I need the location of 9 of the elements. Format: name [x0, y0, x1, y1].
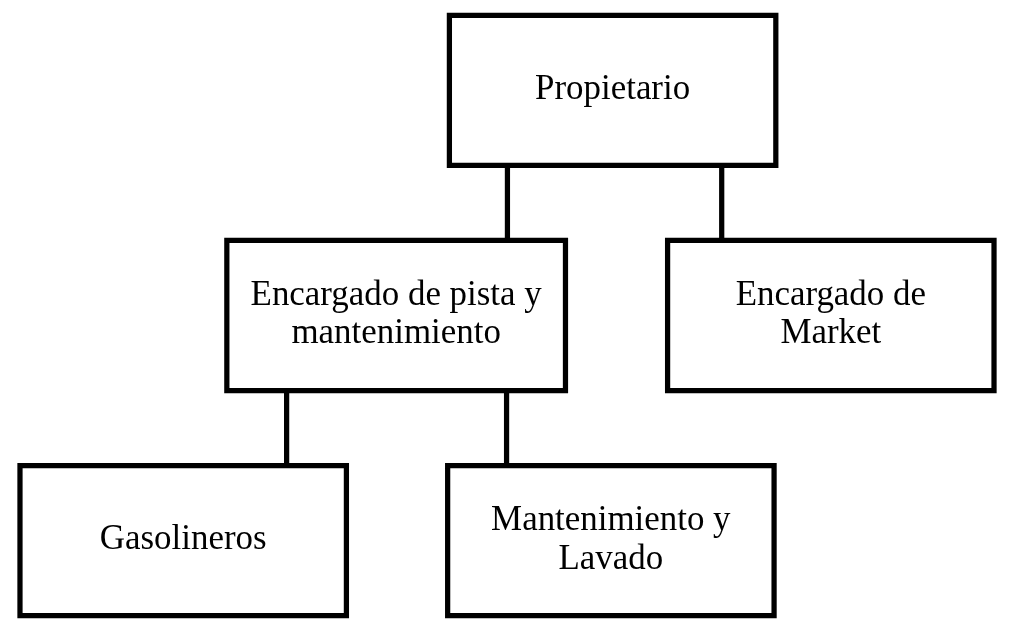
node-box: Propietario: [446, 12, 779, 168]
connector: [503, 391, 510, 465]
node-box: Encargado de Market: [664, 237, 997, 394]
connector: [284, 391, 290, 465]
node-box: Encargado de pista y mantenimiento: [224, 237, 569, 394]
node-box: Mantenimiento y Lavado: [445, 463, 777, 619]
node-box: Gasolineros: [17, 463, 350, 619]
connector: [504, 165, 511, 240]
connector: [719, 165, 725, 240]
